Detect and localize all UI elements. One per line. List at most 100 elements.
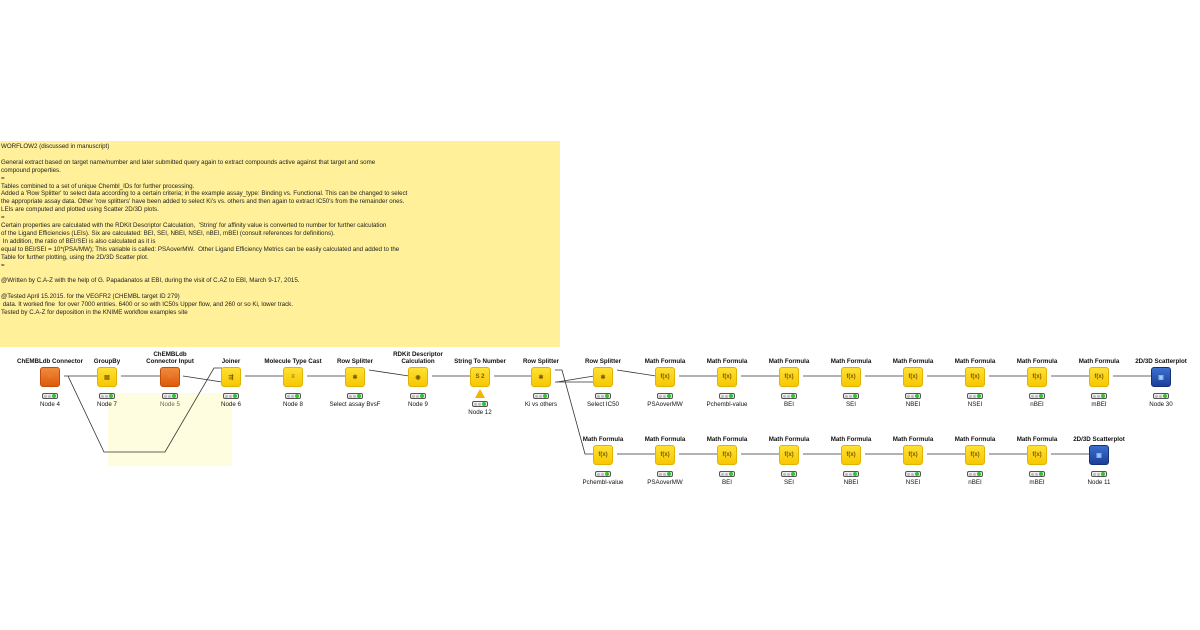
node-icon[interactable]: f(x) bbox=[1027, 367, 1047, 387]
node-icon[interactable]: f(x) bbox=[655, 445, 675, 465]
node-icon[interactable]: ✱ bbox=[593, 367, 613, 387]
node-icon[interactable]: f(x) bbox=[655, 367, 675, 387]
node-glyph-icon: f(x) bbox=[660, 374, 670, 380]
empty-annotation[interactable] bbox=[108, 393, 232, 466]
node-icon[interactable]: f(x) bbox=[903, 445, 923, 465]
node-icon[interactable]: ⇶ bbox=[221, 367, 241, 387]
node-icon[interactable]: ≡ bbox=[283, 367, 303, 387]
node-label[interactable]: mBEI bbox=[1029, 479, 1045, 486]
node-label[interactable]: BEI bbox=[722, 479, 732, 486]
annotation-line: data. It worked fine for over 7000 entri… bbox=[1, 301, 293, 309]
node-icon[interactable]: f(x) bbox=[965, 445, 985, 465]
node-icon[interactable]: ◉ bbox=[408, 367, 428, 387]
node-label[interactable]: BEI bbox=[784, 401, 794, 408]
node-label[interactable]: Select IC50 bbox=[587, 401, 619, 408]
node-icon[interactable]: ▤ bbox=[97, 367, 117, 387]
node-label[interactable]: NBEI bbox=[843, 479, 859, 486]
node-icon[interactable]: S 2 bbox=[470, 367, 490, 387]
node-icon[interactable]: ✱ bbox=[531, 367, 551, 387]
workflow-node-n5[interactable]: ChEMBLdb Connector Input◌Node 5 bbox=[130, 351, 210, 408]
workflow-node-mf7[interactable]: Math Formula f(x) nBEI bbox=[997, 358, 1077, 408]
node-label[interactable]: Node 6 bbox=[221, 401, 241, 408]
workflow-node-rs3[interactable]: Row Splitter✱Select IC50 bbox=[563, 358, 643, 408]
node-title: Molecule Type Cast bbox=[264, 358, 322, 365]
node-icon[interactable]: f(x) bbox=[965, 367, 985, 387]
workflow-node-rs1[interactable]: Row Splitter✱Select assay BvsF bbox=[315, 358, 395, 408]
workflow-node-n8[interactable]: Molecule Type Cast ≡ Node 8 bbox=[253, 358, 333, 408]
node-icon[interactable]: f(x) bbox=[903, 367, 923, 387]
node-glyph-icon: f(x) bbox=[784, 452, 794, 458]
node-label[interactable]: mBEI bbox=[1091, 401, 1107, 408]
database-icon[interactable]: ◌ bbox=[40, 367, 60, 387]
node-label[interactable]: Node 30 bbox=[1149, 401, 1173, 408]
node-label[interactable]: Node 8 bbox=[283, 401, 303, 408]
node-label[interactable]: Ki vs others bbox=[524, 401, 558, 408]
traffic-light-status bbox=[595, 393, 611, 399]
node-label[interactable]: Node 9 bbox=[408, 401, 428, 408]
node-icon[interactable]: f(x) bbox=[841, 367, 861, 387]
node-label[interactable]: Pchembl-value bbox=[706, 401, 748, 408]
node-label[interactable]: Node 4 bbox=[40, 401, 60, 408]
node-icon[interactable]: f(x) bbox=[717, 367, 737, 387]
node-label[interactable]: Node 7 bbox=[97, 401, 117, 408]
workflow-node-rs2[interactable]: Row Splitter✱Ki vs others bbox=[501, 358, 581, 408]
scatterplot-icon[interactable]: ▣ bbox=[1089, 445, 1109, 465]
workflow-node-n30[interactable]: 2D/3D Scatterplot▣Node 30 bbox=[1121, 358, 1200, 408]
workflow-node-n7[interactable]: GroupBy▤Node 7 bbox=[67, 358, 147, 408]
workflow-node-n6[interactable]: Joiner⇶Node 6 bbox=[191, 358, 271, 408]
node-label[interactable]: NSEI bbox=[967, 401, 983, 408]
node-icon[interactable]: f(x) bbox=[1027, 445, 1047, 465]
node-icon[interactable]: f(x) bbox=[717, 445, 737, 465]
node-label[interactable]: Select assay BvsF bbox=[329, 401, 381, 408]
node-icon[interactable]: f(x) bbox=[779, 367, 799, 387]
node-label[interactable]: Node 11 bbox=[1087, 479, 1111, 486]
traffic-light-status bbox=[657, 471, 673, 477]
node-glyph-icon: f(x) bbox=[846, 374, 856, 380]
workflow-node-n9[interactable]: RDKit Descriptor Calculation◉Node 9 bbox=[378, 351, 458, 408]
node-icon[interactable]: f(x) bbox=[593, 445, 613, 465]
annotation-line: compound properties. bbox=[1, 166, 61, 174]
node-label[interactable]: SEI bbox=[784, 479, 794, 486]
node-label[interactable]: nBEI bbox=[968, 479, 982, 486]
node-title: Math Formula bbox=[1016, 358, 1058, 365]
node-label[interactable]: NSEI bbox=[905, 479, 921, 486]
node-title: Math Formula bbox=[768, 358, 810, 365]
workflow-node-mf3[interactable]: Math Formula f(x) BEI bbox=[749, 358, 829, 408]
node-icon[interactable]: f(x) bbox=[1089, 367, 1109, 387]
node-icon[interactable]: ✱ bbox=[345, 367, 365, 387]
node-label[interactable]: PSAoverMW bbox=[647, 401, 683, 408]
node-glyph-icon: S 2 bbox=[475, 374, 485, 380]
database-icon[interactable]: ◌ bbox=[160, 367, 180, 387]
workflow-node-n4[interactable]: ChEMBLdb Connector◌Node 4 bbox=[10, 358, 90, 408]
workflow-annotation[interactable]: WORFLOW2 (discussed in manuscript)Genera… bbox=[0, 141, 560, 347]
node-label[interactable]: Node 5 bbox=[160, 401, 180, 408]
node-label[interactable]: PSAoverMW bbox=[647, 479, 683, 486]
traffic-light-status bbox=[472, 401, 488, 407]
node-label[interactable]: SEI bbox=[846, 401, 856, 408]
node-icon[interactable]: f(x) bbox=[841, 445, 861, 465]
node-icon[interactable]: f(x) bbox=[779, 445, 799, 465]
node-label[interactable]: nBEI bbox=[1030, 401, 1044, 408]
node-label[interactable]: Pchembl-value bbox=[582, 479, 624, 486]
node-glyph-icon: ≡ bbox=[291, 374, 295, 380]
node-label[interactable]: NBEI bbox=[905, 401, 921, 408]
node-label[interactable]: Node 12 bbox=[468, 409, 492, 416]
workflow-node-n11[interactable]: 2D/3D Scatterplot▣Node 11 bbox=[1059, 436, 1139, 486]
scatterplot-icon[interactable]: ▣ bbox=[1151, 367, 1171, 387]
